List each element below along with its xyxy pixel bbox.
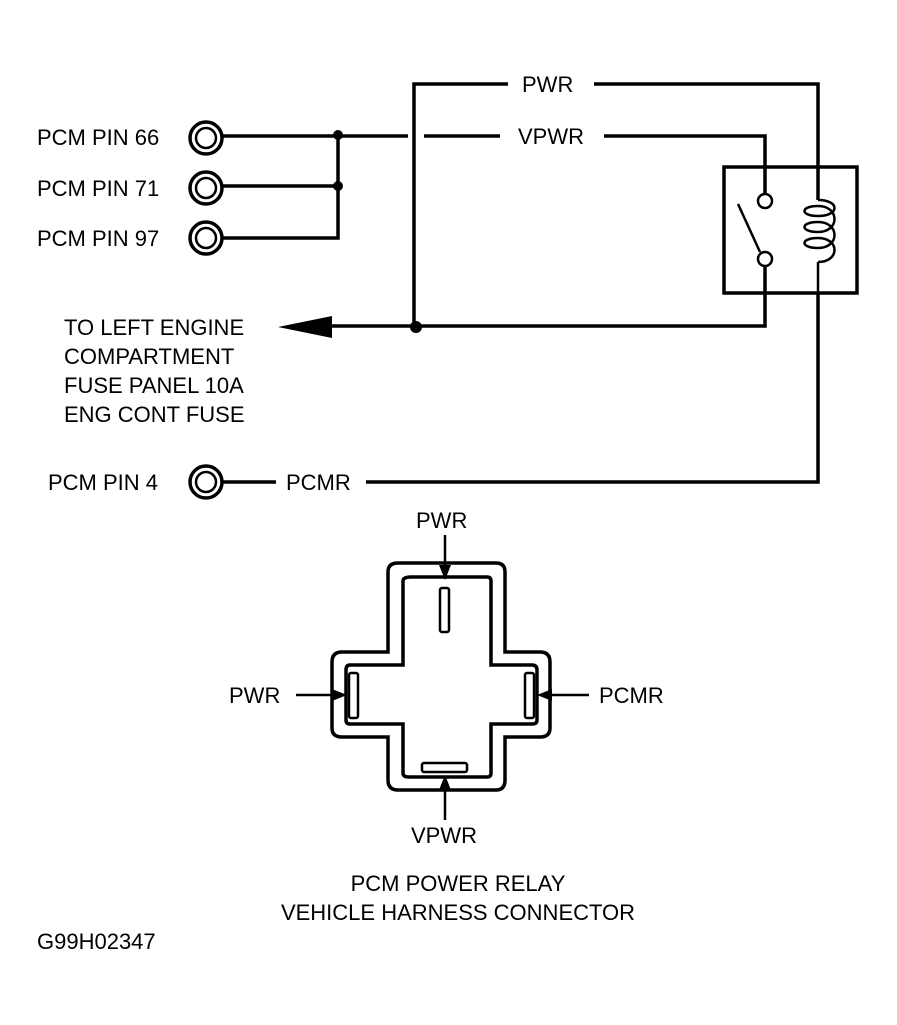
terminal-top	[438, 586, 451, 634]
pwr-wire	[594, 82, 820, 200]
pcm-pin-71-label: PCM PIN 71	[37, 176, 159, 201]
vpwr-wire-label: VPWR	[518, 124, 584, 149]
splice-dot	[410, 321, 422, 333]
fuse-feed-wire	[414, 266, 767, 328]
connector-right-label: PCMR	[599, 683, 664, 708]
pin-71-terminal	[188, 170, 224, 206]
pcmr-wire	[366, 293, 820, 484]
splice-dot	[333, 181, 343, 191]
pin-66-terminal	[188, 120, 224, 156]
pin-97-terminal	[188, 220, 224, 256]
pcm-pin-4-label: PCM PIN 4	[48, 470, 158, 495]
relay-contact	[756, 192, 774, 210]
fuse-note-line: COMPARTMENT	[64, 344, 234, 369]
pcm-pin-97-label: PCM PIN 97	[37, 226, 159, 251]
fuse-note-line: ENG CONT FUSE	[64, 402, 245, 427]
terminal-bottom	[420, 761, 469, 774]
arrow-left-icon	[537, 689, 552, 701]
pin-97-wire	[222, 136, 340, 240]
harness-connector	[330, 561, 552, 792]
vpwr-wire	[604, 134, 767, 194]
connector-caption-line: PCM POWER RELAY	[351, 871, 566, 896]
relay-contact	[756, 250, 774, 268]
arrow-up-icon	[439, 775, 451, 790]
relay-coil-icon	[803, 198, 836, 300]
connector-top-label: PWR	[416, 508, 467, 533]
fuse-note-line: TO LEFT ENGINE	[64, 315, 244, 340]
pwr-wire-label: PWR	[522, 72, 573, 97]
connector-bottom-label: VPWR	[411, 823, 477, 848]
fuse-note-line: FUSE PANEL 10A	[64, 373, 244, 398]
relay-box	[722, 165, 859, 295]
pcmr-wire-label: PCMR	[286, 470, 351, 495]
pwr-wire	[412, 82, 508, 326]
pcm-pin-66-label: PCM PIN 66	[37, 125, 159, 150]
arrow-right-icon	[332, 689, 347, 701]
terminal-left	[347, 671, 360, 720]
terminal-right	[523, 671, 536, 720]
arrow-left-icon	[278, 316, 332, 338]
relay-switch-arm	[736, 203, 762, 253]
splice-dot	[333, 130, 343, 140]
figure-id: G99H02347	[37, 929, 156, 954]
connector-caption-line: VEHICLE HARNESS CONNECTOR	[281, 900, 635, 925]
connector-left-label: PWR	[229, 683, 280, 708]
arrow-down-icon	[439, 565, 451, 580]
pin-4-terminal	[188, 464, 224, 500]
